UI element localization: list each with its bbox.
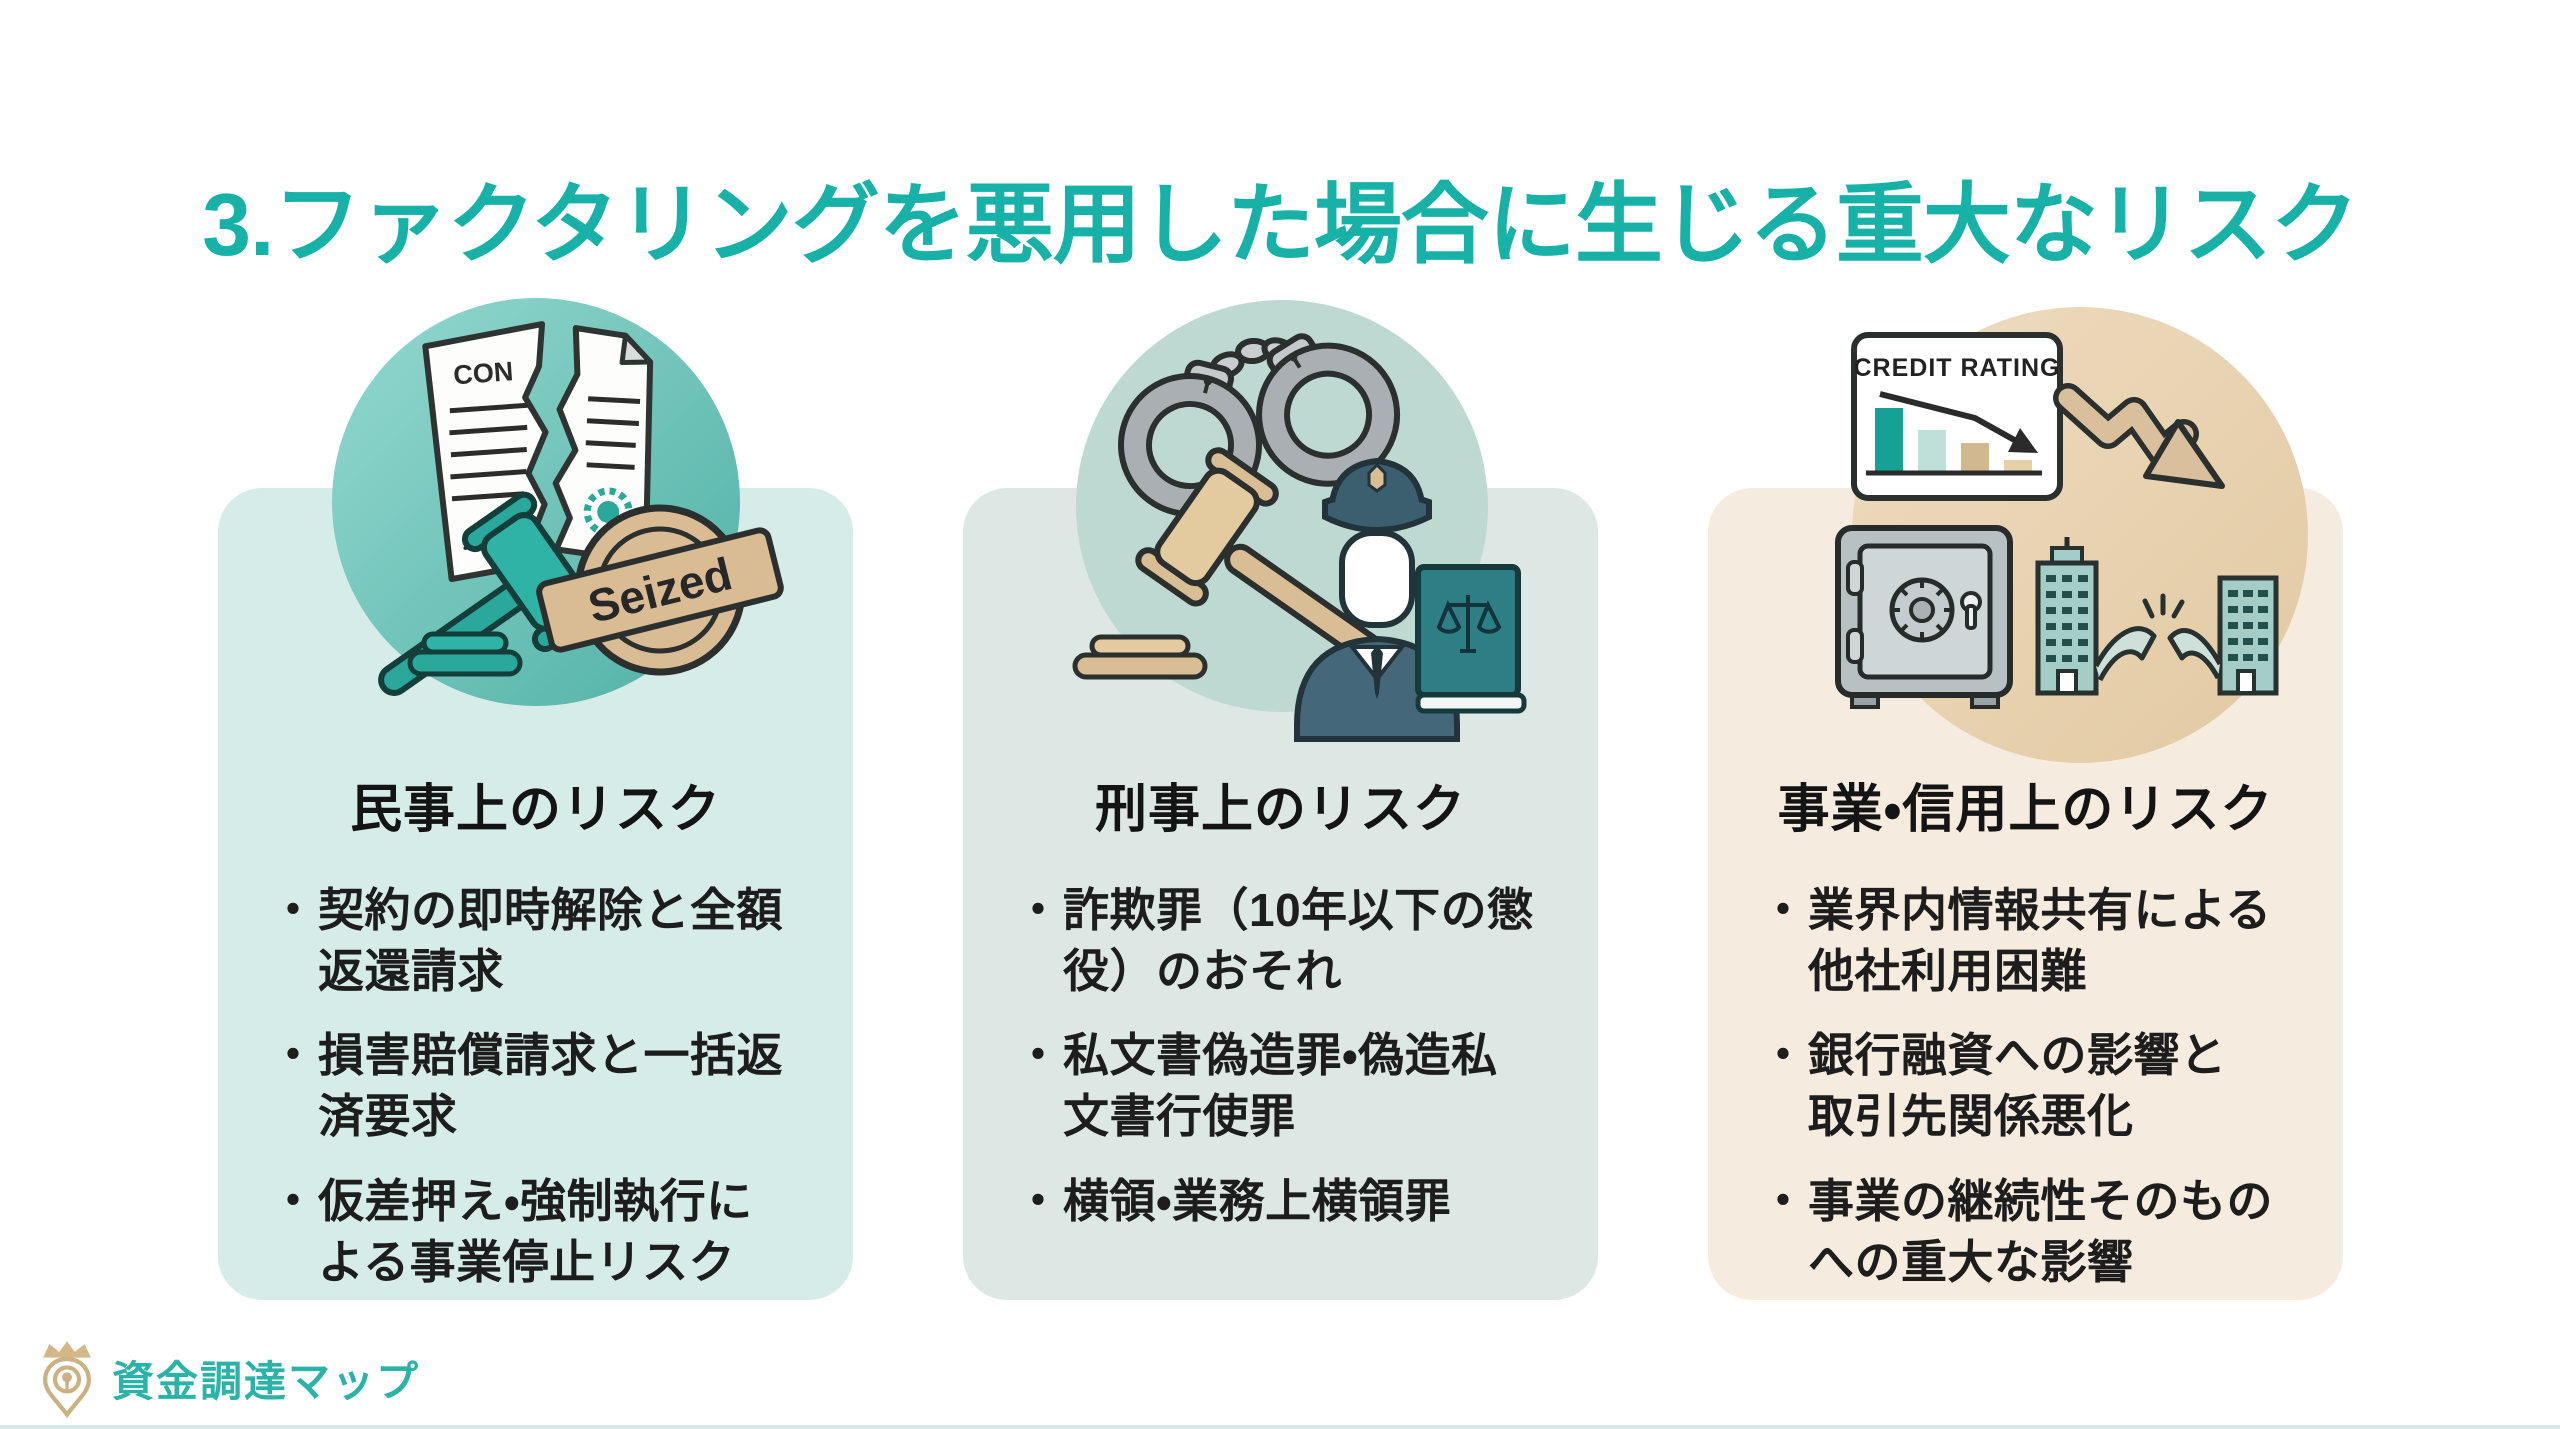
- brand-logo: 資金調達マップ: [36, 1338, 420, 1418]
- card-business-bullet-list: ・業界内情報共有による 他社利用困難 ・銀行融資への影響と 取引先関係悪化 ・事…: [1760, 880, 2315, 1316]
- list-item: ・損害賠償請求と一括返 済要求: [270, 1025, 825, 1146]
- bullet-text: 詐欺罪（10年以下の懲 役）のおそれ: [1063, 884, 1534, 997]
- contract-label: CON: [452, 356, 514, 390]
- business-risk-illustration: CREDIT RATING: [1835, 307, 2308, 763]
- map-pin-crown-icon: [43, 1341, 91, 1418]
- bullet-dot: ・: [1015, 1174, 1061, 1227]
- bullet-dot: ・: [1015, 1029, 1061, 1082]
- list-item: ・仮差押え・強制執行に よる事業停止リスク: [270, 1171, 825, 1292]
- brand-logo-text: 資金調達マップ: [112, 1357, 421, 1405]
- law-book-icon: [1415, 564, 1527, 714]
- bottom-divider: [0, 1425, 2560, 1429]
- handcuffs-icon: [1118, 333, 1401, 517]
- bullet-dot: ・: [1760, 1029, 1806, 1082]
- bullet-text: 私文書偽造罪・偽造私 文書行使罪: [1063, 1029, 1498, 1143]
- list-item: ・詐欺罪（10年以下の懲 役）のおそれ: [1015, 880, 1570, 1001]
- list-item: ・横領・業務上横領罪: [1015, 1171, 1570, 1232]
- credit-rating-chart-icon: CREDIT RATING: [1851, 332, 2063, 501]
- bullet-text: 事業の継続性そのもの への重大な影響: [1808, 1174, 2273, 1288]
- card-civil-heading: 民事上のリスク: [349, 781, 721, 839]
- down-trend-arrow-icon: [2053, 383, 2225, 489]
- bullet-dot: ・: [270, 1029, 316, 1082]
- bullet-dot: ・: [1760, 884, 1806, 936]
- civil-risk-illustration: CON: [332, 298, 784, 706]
- card-criminal-heading: 刑事上のリスク: [1094, 781, 1466, 839]
- bullet-text: 損害賠償請求と一括返 済要求: [318, 1029, 783, 1143]
- safe-icon: [1835, 525, 2013, 709]
- page-title: 3.ファクタリングを悪用した場合に生じる重大なリスク: [202, 174, 2359, 274]
- bullet-text: 横領・業務上横領罪: [1063, 1174, 1452, 1227]
- bullet-text: 業界内情報共有による 他社利用困難: [1808, 884, 2272, 997]
- bullet-text: 契約の即時解除と全額 返還請求: [318, 884, 783, 997]
- bullet-dot: ・: [270, 884, 316, 936]
- bullet-text: 仮差押え・強制執行に よる事業停止リスク: [318, 1174, 753, 1288]
- card-civil-bullet-list: ・契約の即時解除と全額 返還請求 ・損害賠償請求と一括返 済要求 ・仮差押え・強…: [270, 880, 825, 1316]
- broken-partnership-icon: [2035, 537, 2279, 696]
- list-item: ・銀行融資への影響と 取引先関係悪化: [1760, 1025, 2315, 1146]
- card-criminal-bullet-list: ・詐欺罪（10年以下の懲 役）のおそれ ・私文書偽造罪・偽造私 文書行使罪 ・横…: [1015, 880, 1570, 1256]
- bullet-dot: ・: [270, 1174, 316, 1227]
- seized-stamp-icon: Seized: [536, 504, 784, 676]
- list-item: ・私文書偽造罪・偽造私 文書行使罪: [1015, 1025, 1570, 1146]
- credit-rating-label: CREDIT RATING: [1854, 354, 2061, 382]
- list-item: ・業界内情報共有による 他社利用困難: [1760, 880, 2315, 1001]
- criminal-risk-illustration: [1072, 300, 1527, 742]
- list-item: ・契約の即時解除と全額 返還請求: [270, 880, 825, 1001]
- list-item: ・事業の継続性そのもの への重大な影響: [1760, 1171, 2315, 1292]
- bullet-dot: ・: [1015, 884, 1061, 936]
- bullet-dot: ・: [1760, 1174, 1806, 1227]
- bullet-text: 銀行融資への影響と 取引先関係悪化: [1808, 1029, 2227, 1143]
- card-business-heading: 事業・信用上のリスク: [1777, 781, 2274, 839]
